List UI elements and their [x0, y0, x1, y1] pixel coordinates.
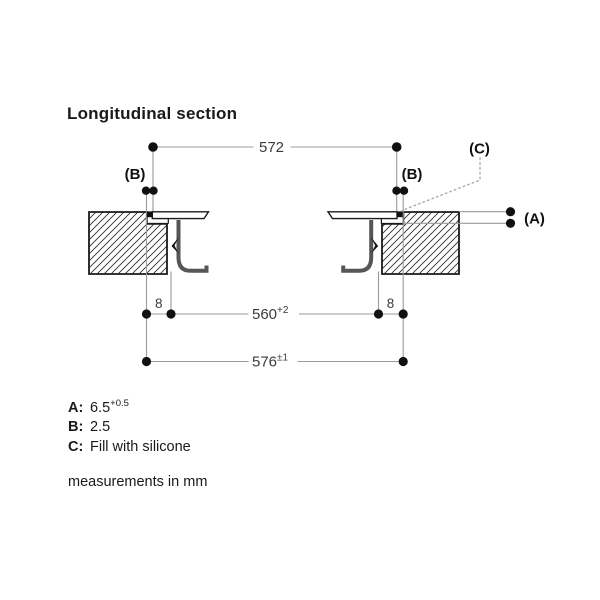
dot-8-right-outer	[398, 309, 408, 319]
dimension-lines	[145, 146, 511, 363]
dot-a-top	[505, 207, 516, 217]
ref-label-b-right: (B)	[402, 166, 423, 183]
dot-576-right	[398, 356, 408, 367]
legend-key-b: B:	[68, 419, 84, 436]
spring-clamp-right	[370, 237, 379, 254]
cooktop-left-edge	[146, 211, 210, 273]
legend-value-a-number: 6.5	[90, 400, 111, 416]
dot-b-right-outer	[399, 186, 409, 195]
ref-label-c: (C)	[469, 141, 490, 158]
worktop-left-section	[88, 211, 168, 275]
cooktop-right-edge	[326, 211, 403, 273]
dim-576-value: 576	[252, 354, 277, 371]
glass-panel-right	[326, 211, 398, 220]
legend-value-a-tolerance: +0.5	[110, 398, 129, 410]
mounting-bracket-right	[341, 220, 374, 273]
legend-value-b-number: 2.5	[90, 419, 111, 436]
dot-8-left-outer	[141, 309, 152, 319]
legend: A: 6.5+0.5 B: 2.5 C: Fill with silicone	[68, 399, 191, 457]
dim-576-tolerance: ±1	[277, 353, 288, 364]
dimension-dots	[141, 142, 516, 367]
legend-value-a: 6.5+0.5	[90, 399, 129, 418]
worktop-right-hatch	[381, 211, 460, 275]
legend-row-c: C: Fill with silicone	[68, 438, 191, 457]
dot-576-left	[141, 356, 152, 367]
dim-560-value: 560	[252, 306, 277, 323]
ref-label-a: (A)	[524, 211, 545, 228]
dim-560-text: 560+2	[252, 305, 289, 323]
mounting-bracket-left	[176, 220, 209, 273]
worktop-right-section	[381, 211, 460, 275]
worktop-left-hatch	[88, 211, 168, 275]
dot-a-bottom	[505, 218, 516, 228]
dim-572-text: 572	[259, 139, 284, 156]
legend-value-b: 2.5	[90, 418, 110, 437]
glass-panel-left	[151, 211, 210, 220]
dim-576-text: 576±1	[252, 353, 289, 371]
spring-clamp-left	[171, 237, 179, 254]
legend-value-c: Fill with silicone	[90, 438, 191, 457]
legend-key-c: C:	[68, 438, 84, 455]
legend-row-b: B: 2.5	[68, 418, 191, 437]
legend-value-c-text: Fill with silicone	[90, 438, 191, 455]
legend-row-a: A: 6.5+0.5	[68, 399, 191, 418]
dim-8-right-text: 8	[387, 296, 395, 311]
legend-key-a: A:	[68, 400, 84, 416]
dot-8-right-inner	[373, 309, 384, 319]
dot-b-left-inner	[149, 186, 158, 195]
dot-8-left-inner	[166, 309, 176, 319]
dot-b-left-outer	[141, 186, 151, 195]
leader-c-dotted	[401, 157, 481, 212]
page-title: Longitudinal section	[67, 104, 238, 123]
units-note: measurements in mm	[68, 474, 208, 490]
ref-label-b-left: (B)	[125, 166, 146, 183]
dot-572-right	[391, 142, 402, 152]
silicone-joint-left	[146, 211, 153, 218]
silicone-joint-right	[397, 211, 403, 218]
dim-560-tolerance: +2	[277, 305, 289, 316]
dot-b-right-inner	[392, 186, 401, 195]
dot-572-left	[148, 142, 158, 152]
dim-8-left-text: 8	[155, 296, 163, 311]
